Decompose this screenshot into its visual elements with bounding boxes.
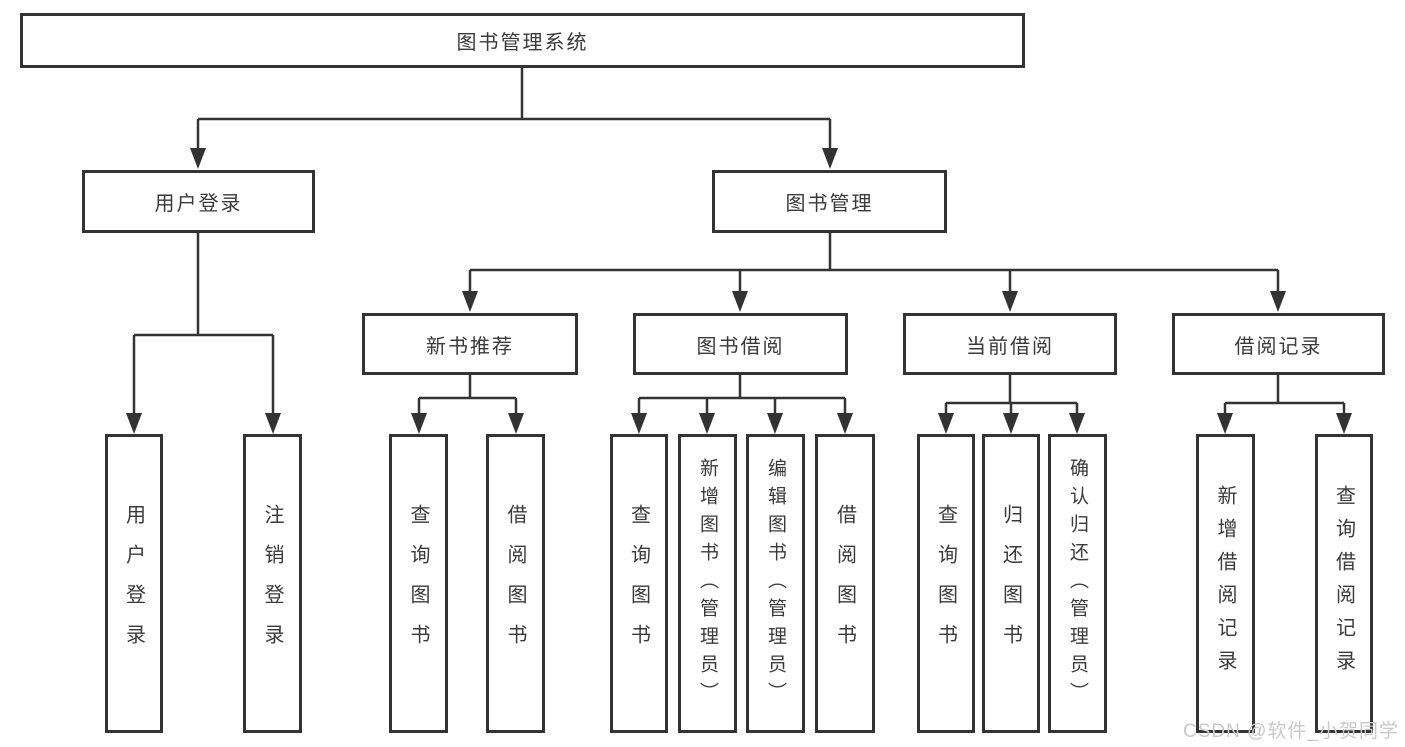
node-label: 借阅图书	[833, 503, 856, 664]
arrow-down-icon	[732, 291, 748, 312]
node-book-borrowing: 图书借阅	[633, 313, 848, 375]
leaf-recommend-query-books: 查询图书	[389, 434, 448, 733]
node-label: 当前借阅	[966, 335, 1054, 358]
node-label: 查询图书	[407, 503, 429, 664]
node-label: 确认归还（管理员）	[1067, 457, 1088, 710]
node-label: 编辑图书（管理员）	[765, 457, 786, 710]
leaf-borrowing-query-books: 查询图书	[610, 434, 668, 733]
node-label: 查询借阅记录	[1332, 484, 1355, 683]
node-label: 借阅图书	[504, 503, 526, 664]
arrow-down-icon	[822, 148, 838, 169]
node-label: 新书推荐	[426, 335, 514, 358]
node-current-borrowing: 当前借阅	[903, 313, 1117, 375]
leaf-current-return-books: 归还图书	[982, 434, 1040, 733]
node-label: 图书管理	[785, 193, 874, 215]
arrow-down-icon	[190, 148, 206, 169]
arrow-down-icon	[411, 413, 427, 434]
leaf-current-confirm-return-admin: 确认归还（管理员）	[1048, 434, 1107, 733]
arrow-down-icon	[462, 291, 478, 312]
leaf-borrowing-add-books-admin: 新增图书（管理员）	[678, 434, 737, 733]
arrow-down-icon	[1069, 413, 1085, 434]
node-label: 查询图书	[627, 503, 650, 664]
node-label: 新增借阅记录	[1214, 484, 1236, 683]
csdn-watermark: CSDN @软件_小贺同学	[1183, 721, 1399, 742]
leaf-borrowing-borrow-books: 借阅图书	[815, 434, 875, 733]
node-label: 图书借阅	[696, 335, 785, 358]
leaf-user-login: 用户登录	[105, 434, 163, 733]
leaf-logout: 注销登录	[243, 434, 302, 733]
arrow-down-icon	[767, 413, 783, 434]
node-label: 查询图书	[934, 503, 957, 664]
connector-arrowheads	[126, 148, 1352, 434]
node-book-management: 图书管理	[712, 170, 947, 233]
node-label: 注销登录	[261, 503, 283, 664]
leaf-current-query-books: 查询图书	[917, 434, 975, 733]
node-user-login: 用户登录	[82, 170, 315, 233]
arrow-down-icon	[1217, 413, 1233, 434]
node-label: 用户登录	[122, 503, 145, 664]
leaf-borrowing-edit-books-admin: 编辑图书（管理员）	[746, 434, 805, 733]
connector-edges	[132, 68, 1346, 413]
arrow-down-icon	[126, 413, 142, 434]
leaf-records-add-record: 新增借阅记录	[1196, 434, 1255, 733]
arrow-down-icon	[837, 413, 853, 434]
arrow-down-icon	[699, 413, 715, 434]
node-root-book-management-system: 图书管理系统	[20, 13, 1025, 68]
node-borrowing-records: 借阅记录	[1172, 313, 1385, 375]
leaf-records-query-record: 查询借阅记录	[1315, 434, 1373, 733]
leaf-recommend-borrow-books: 借阅图书	[486, 434, 545, 733]
arrow-down-icon	[1336, 413, 1352, 434]
arrow-down-icon	[1002, 291, 1018, 312]
node-new-book-recommend: 新书推荐	[362, 313, 578, 375]
node-label: 新增图书（管理员）	[697, 457, 718, 710]
node-label: 用户登录	[154, 193, 243, 215]
arrow-down-icon	[1003, 413, 1019, 434]
node-label: 归还图书	[999, 503, 1022, 664]
node-label: 借阅记录	[1234, 335, 1323, 358]
node-label: 图书管理系统	[456, 32, 589, 54]
arrow-down-icon	[938, 413, 954, 434]
arrow-down-icon	[265, 413, 281, 434]
arrow-down-icon	[1270, 291, 1286, 312]
arrow-down-icon	[631, 413, 647, 434]
arrow-down-icon	[508, 413, 524, 434]
